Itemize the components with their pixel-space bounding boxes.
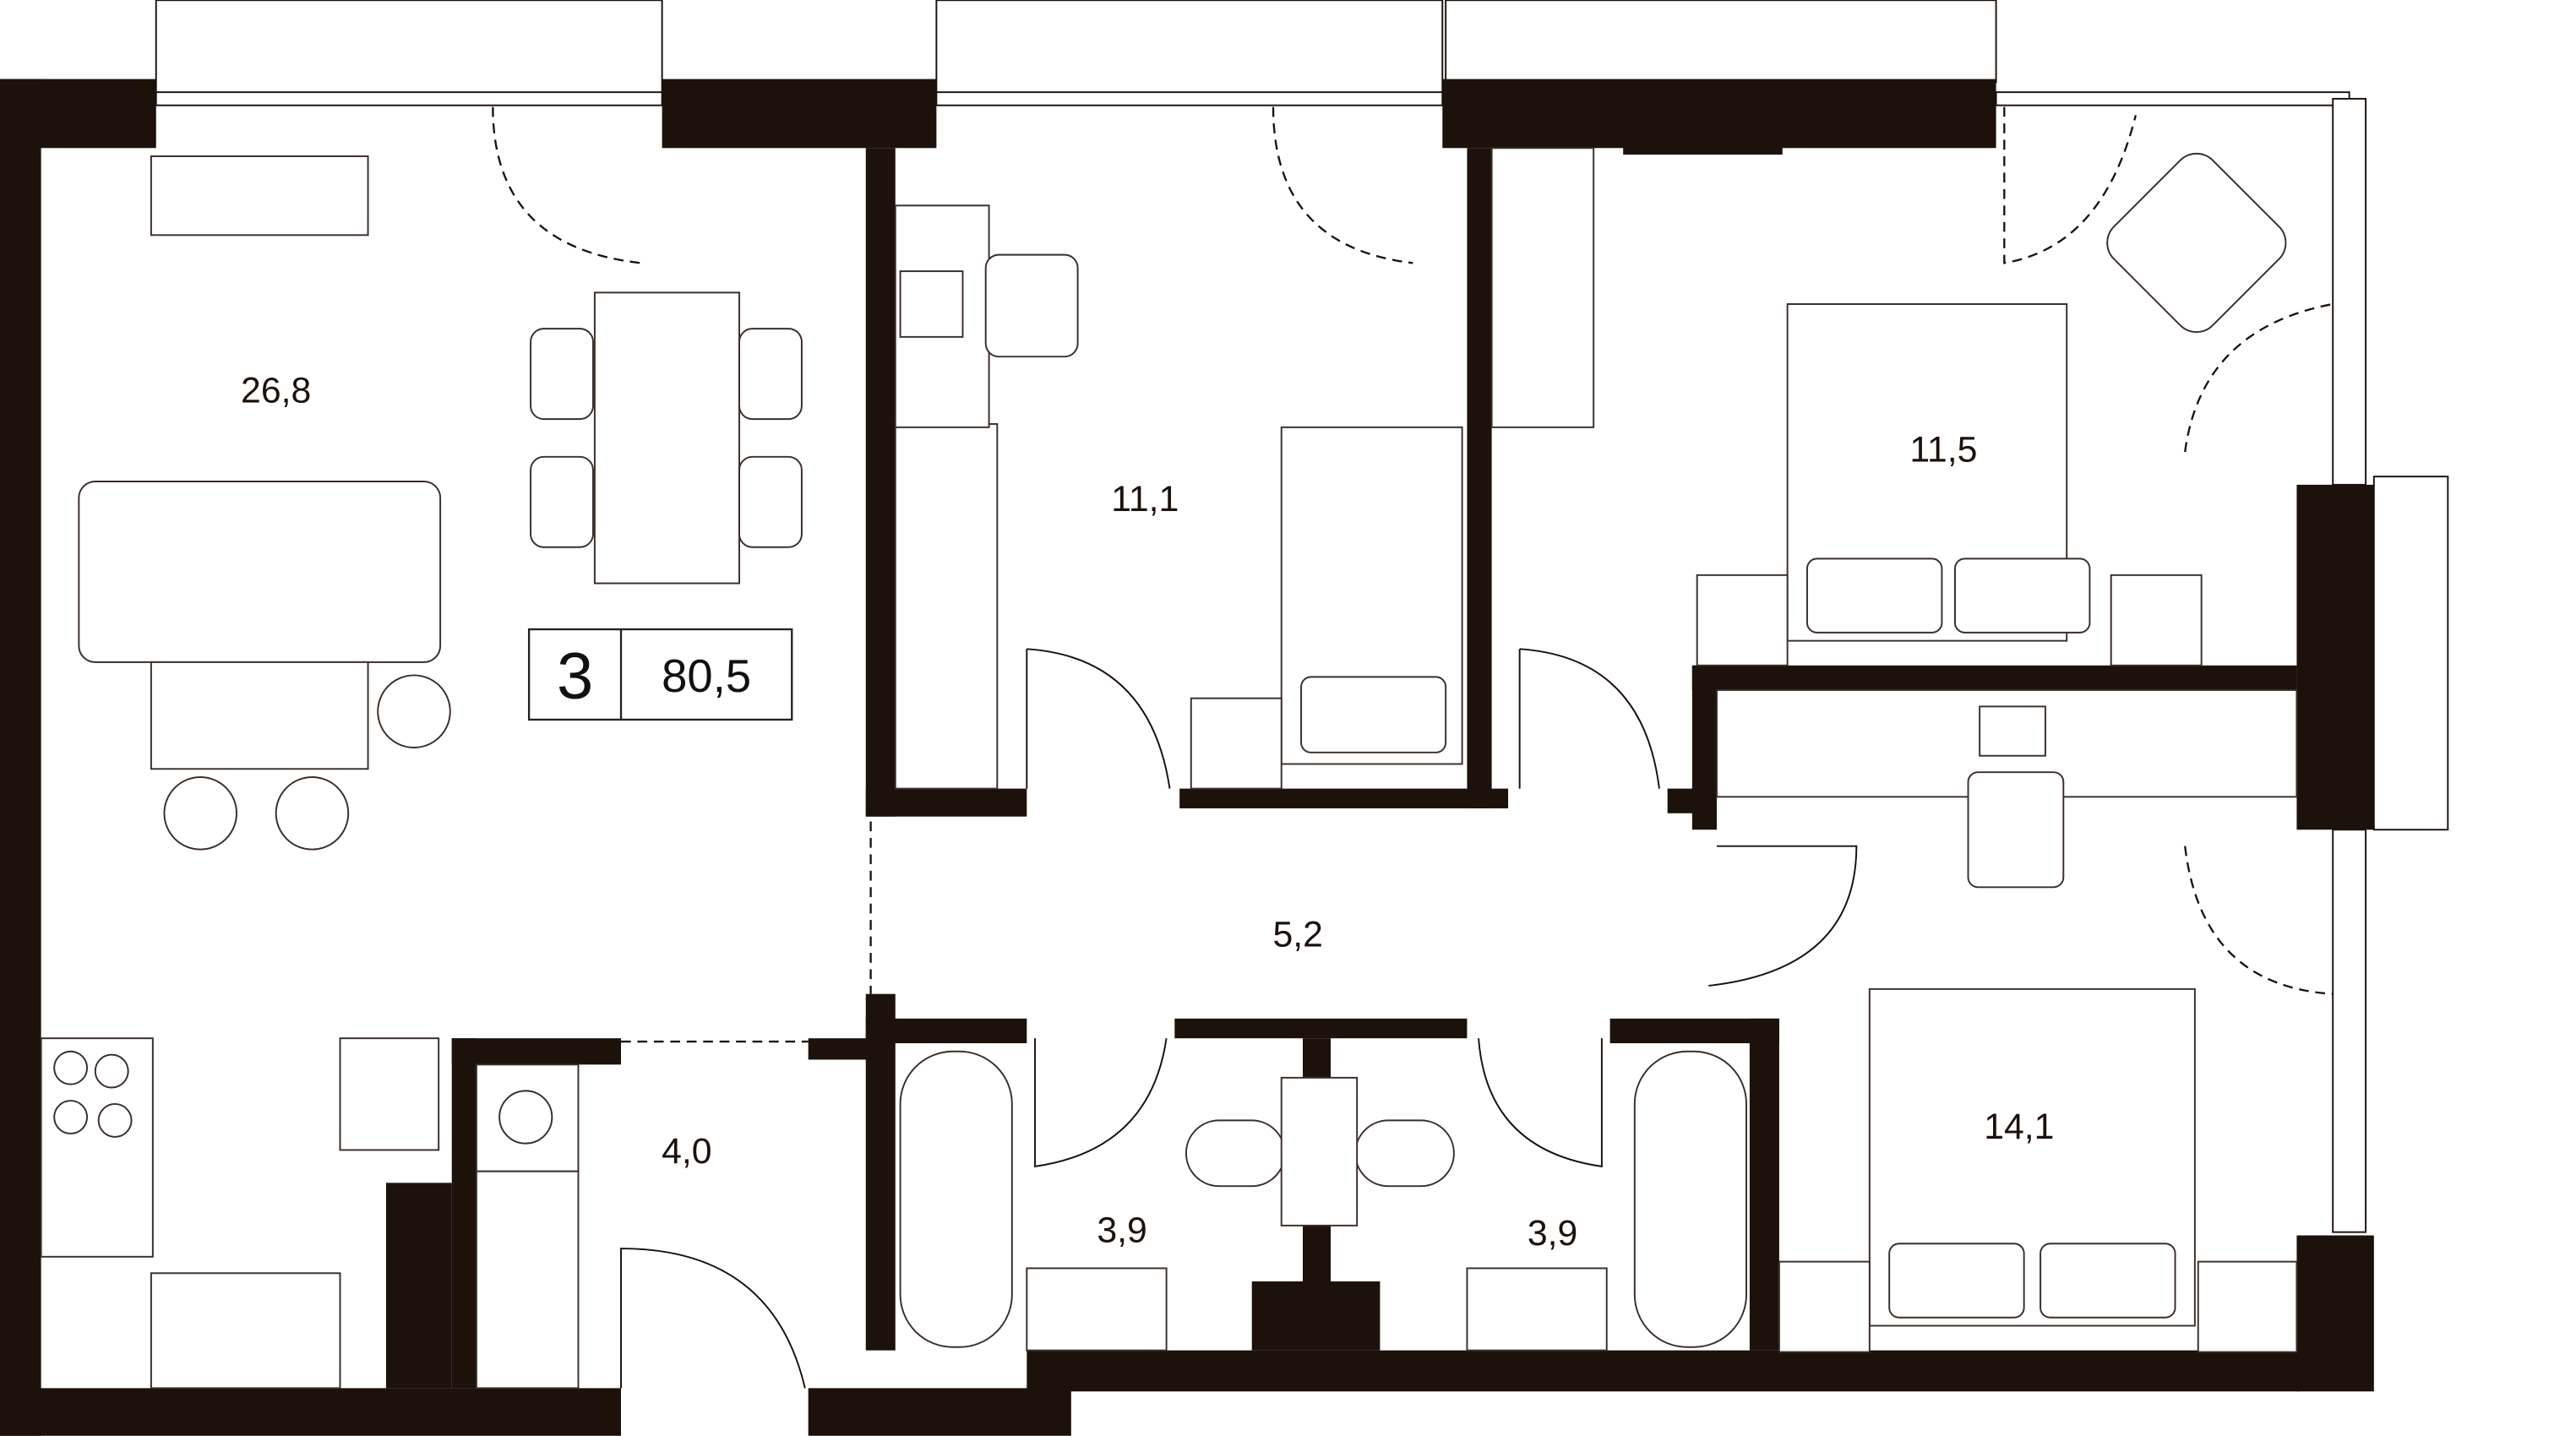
room-area-bathroom-left: 3,9 xyxy=(1097,1210,1146,1250)
room-area-bathroom-right: 3,9 xyxy=(1528,1213,1577,1254)
room-area-bedroom-master: 14,1 xyxy=(1984,1107,2054,1147)
room-area-living: 26,8 xyxy=(241,371,311,411)
apartment-badge: 3 80,5 xyxy=(527,628,793,721)
walls xyxy=(0,79,2374,1436)
room-labels: 26,8 11,1 11,5 5,2 4,0 3,9 3,9 14,1 xyxy=(241,371,2054,1254)
room-area-entrance: 4,0 xyxy=(662,1131,711,1172)
room-area-hallway: 5,2 xyxy=(1272,914,1322,955)
room-area-bedroom-top-right: 11,5 xyxy=(1909,430,1977,471)
rooms-count: 3 xyxy=(557,640,593,713)
doors xyxy=(492,106,2334,1389)
total-area: 80,5 xyxy=(662,650,751,702)
furniture xyxy=(40,147,2298,1390)
windows xyxy=(155,0,2449,1233)
room-area-bedroom-small: 11,1 xyxy=(1111,479,1179,519)
